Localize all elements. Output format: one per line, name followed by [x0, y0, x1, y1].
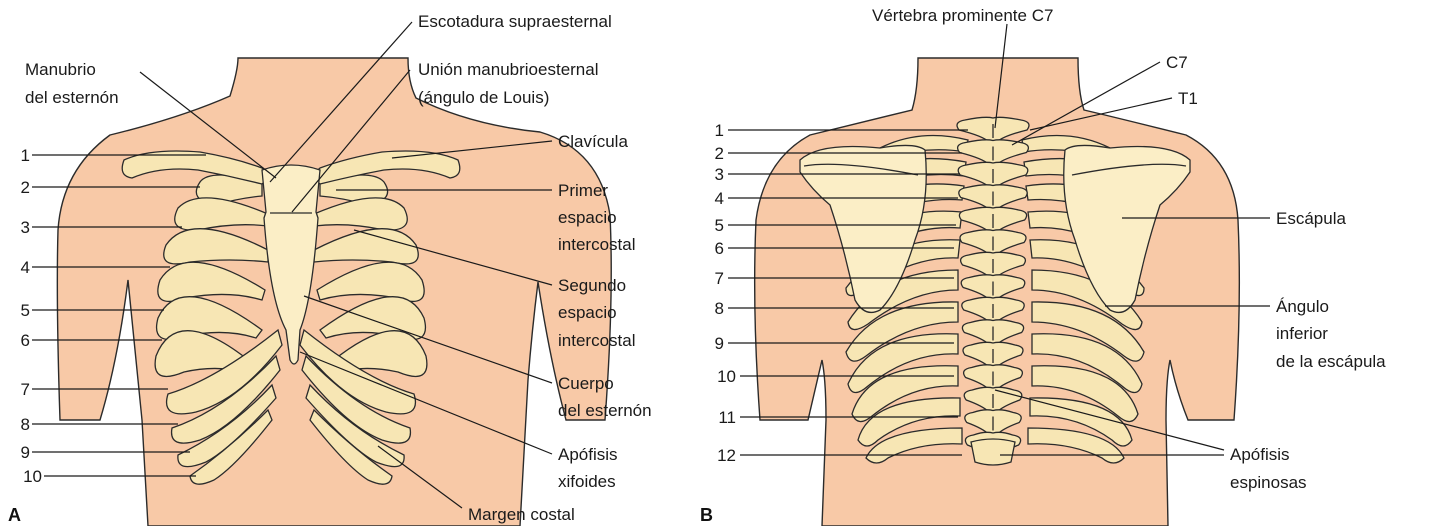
label-clavicle: Clavícula [558, 132, 628, 151]
rib-number-2: 2 [21, 178, 30, 197]
label-sternal-angle-line2: (ángulo de Louis) [418, 88, 549, 107]
label-sternum-body-line1: Cuerpo [558, 374, 614, 393]
label-second-space-line1: Segundo [558, 276, 626, 295]
label-costal-margin: Margen costal [468, 505, 575, 524]
label-second-space-line3: intercostal [558, 331, 635, 350]
label-first-space-line2: espacio [558, 208, 617, 227]
label-first-space-line3: intercostal [558, 235, 635, 254]
label-first-space-line1: Primer [558, 181, 608, 200]
panel-a-letter: A [8, 505, 21, 525]
rib-number-7: 7 [21, 380, 30, 399]
label-scapula: Escápula [1276, 209, 1346, 228]
label-vertebra-prominens: Vértebra prominente C7 [872, 6, 1053, 25]
rib-number-6: 6 [715, 239, 724, 258]
label-sternal-angle-line1: Unión manubrioesternal [418, 60, 599, 79]
rib-number-9: 9 [21, 443, 30, 462]
label-inferior-angle-line2: inferior [1276, 324, 1328, 343]
rib-number-6: 6 [21, 331, 30, 350]
lumbar-vertebra [971, 439, 1015, 465]
rib-number-10: 10 [23, 467, 42, 486]
panel-b-posterior-thorax [755, 58, 1240, 526]
rib-number-8: 8 [715, 299, 724, 318]
rib-number-3: 3 [21, 218, 30, 237]
label-spinous-line1: Apófisis [1230, 445, 1290, 464]
rib-number-11: 11 [718, 408, 736, 427]
label-manubrium-line1: Manubrio [25, 60, 96, 79]
panel-b-letter: B [700, 505, 713, 525]
rib-number-4: 4 [715, 189, 724, 208]
panel-a-rib-numbers: 1 2 3 4 5 6 7 8 9 10 [21, 146, 42, 486]
rib-number-1: 1 [715, 121, 724, 140]
label-manubrium-line2: del esternón [25, 88, 119, 107]
rib-number-5: 5 [21, 301, 30, 320]
label-inferior-angle-line3: de la escápula [1276, 352, 1386, 371]
label-sternum-body-line2: del esternón [558, 401, 652, 420]
rib-number-7: 7 [715, 269, 724, 288]
rib-number-5: 5 [715, 216, 724, 235]
label-inferior-angle-line1: Ángulo [1276, 297, 1329, 316]
label-c7: C7 [1166, 53, 1188, 72]
rib-number-8: 8 [21, 415, 30, 434]
rib-number-10: 10 [717, 367, 736, 386]
label-second-space-line2: espacio [558, 303, 617, 322]
label-spinous-line2: espinosas [1230, 473, 1307, 492]
rib-number-3: 3 [715, 165, 724, 184]
rib-number-12: 12 [717, 446, 736, 465]
rib-number-4: 4 [21, 258, 30, 277]
rib-number-9: 9 [715, 334, 724, 353]
label-t1: T1 [1178, 89, 1198, 108]
rib-number-2: 2 [715, 144, 724, 163]
label-xiphoid-line1: Apófisis [558, 445, 618, 464]
label-suprasternal-notch: Escotadura supraesternal [418, 12, 612, 31]
label-xiphoid-line2: xifoides [558, 472, 616, 491]
panel-a-anterior-thorax [57, 58, 611, 526]
rib-number-1: 1 [21, 146, 30, 165]
